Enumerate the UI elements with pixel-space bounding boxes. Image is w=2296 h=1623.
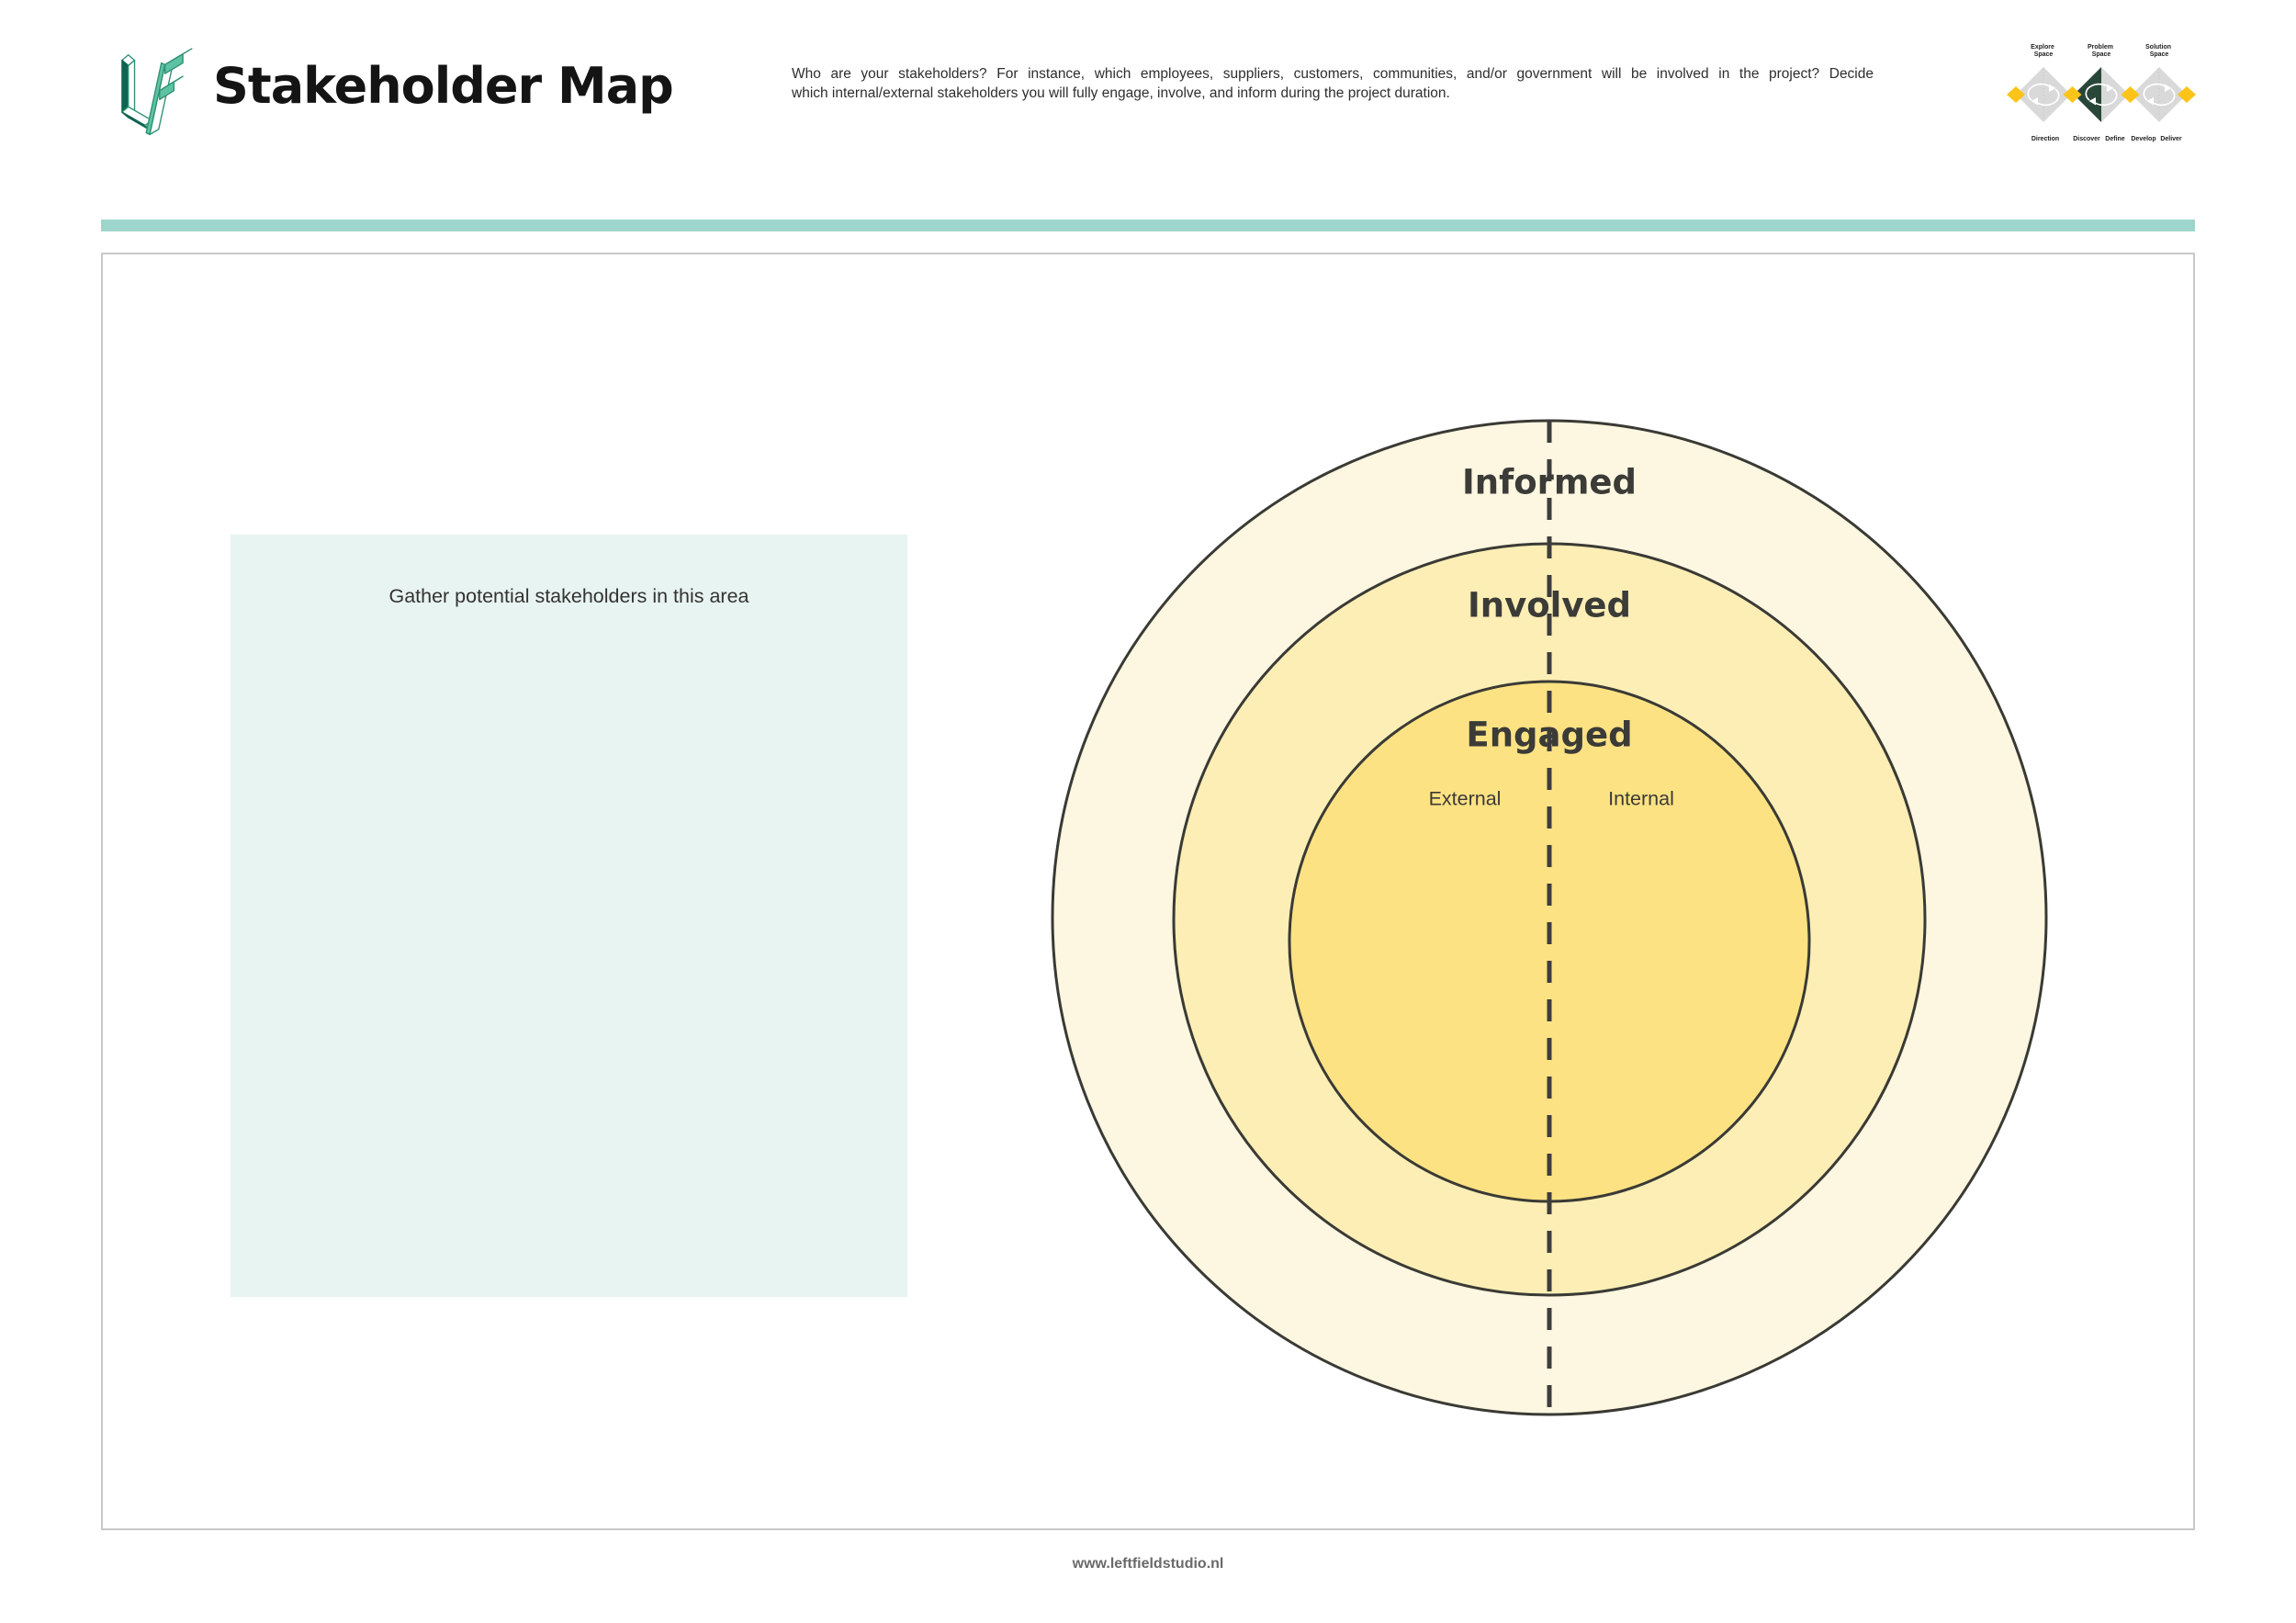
- stakeholder-rings: [1051, 419, 2048, 1416]
- phase-label-direction: Direction: [2032, 136, 2059, 142]
- ring-label-involved: Involved: [1467, 585, 1632, 626]
- design-process-diagram: Explore Space Problem Space Solution Spa…: [2007, 44, 2196, 142]
- phase-label-deliver: Deliver: [2160, 136, 2182, 142]
- connector-diamond-icon: [2121, 86, 2140, 103]
- website-link[interactable]: www.leftfieldstudio.nl: [1072, 1556, 1224, 1572]
- connector-diamond-icon: [2063, 86, 2082, 103]
- split-label-external: External: [1428, 787, 1502, 810]
- worksheet-canvas: Gather potential stakeholders in this ar…: [101, 253, 2195, 1530]
- page-title: Stakeholder Map: [213, 57, 674, 115]
- leftfield-logo-icon: [121, 48, 193, 136]
- phase-label-define: Define: [2105, 136, 2125, 142]
- diamond-problem-highlight: [2074, 67, 2101, 122]
- instructions-line-1: Who are your stakeholders? For instance,…: [792, 66, 1874, 82]
- cycle-arrows-icon: [2085, 83, 2118, 107]
- ring-label-informed: Informed: [1461, 462, 1638, 502]
- space-label-problem: Problem Space: [2088, 44, 2115, 58]
- cycle-arrows-icon: [2143, 83, 2176, 107]
- accent-divider-bar: [101, 220, 2195, 231]
- phase-label-discover: Discover: [2073, 136, 2100, 142]
- phase-label-develop: Develop: [2131, 136, 2155, 142]
- instructions-line-2: which internal/external stakeholders you…: [792, 85, 1450, 101]
- cycle-arrows-icon: [2027, 83, 2060, 107]
- instructions-text: Who are your stakeholders? For instance,…: [792, 64, 1874, 103]
- space-label-solution: Solution Space: [2145, 44, 2173, 58]
- connector-diamond-icon: [2007, 86, 2025, 103]
- ring-label-engaged: Engaged: [1466, 715, 1633, 755]
- split-label-internal: Internal: [1608, 787, 1674, 810]
- gather-stakeholders-area[interactable]: Gather potential stakeholders in this ar…: [231, 535, 907, 1297]
- space-label-explore: Explore Space: [2031, 44, 2056, 58]
- connector-diamond-icon: [2178, 86, 2196, 103]
- gather-area-label: Gather potential stakeholders in this ar…: [388, 585, 749, 607]
